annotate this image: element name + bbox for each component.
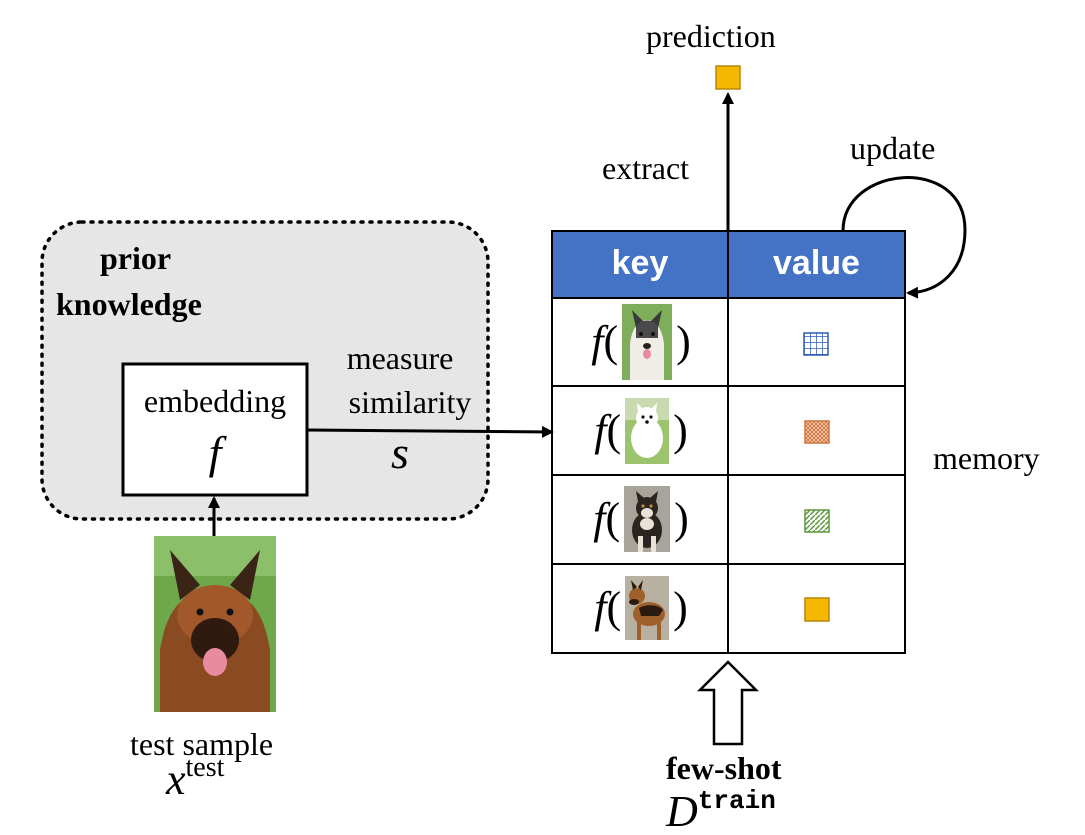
table-row: f( ): [556, 389, 726, 473]
measure-label: measure: [346, 340, 454, 376]
key-close-paren: ): [674, 494, 689, 543]
key-close-paren: ): [676, 317, 691, 366]
test-sample-label: test sample: [130, 726, 274, 762]
similarity-label: similarity: [348, 384, 472, 420]
table-header-value: value: [773, 244, 860, 282]
d-symbol: D: [666, 787, 698, 835]
prediction-label: prediction: [646, 18, 776, 54]
embedding-label: embedding: [143, 383, 287, 419]
key-close-paren: ): [673, 583, 688, 632]
x-symbol: x: [166, 755, 186, 804]
key-dog-image-malamute: [622, 304, 673, 380]
table-header-key: key: [611, 244, 669, 282]
test-sample-german-shepherd-image: [154, 536, 276, 712]
prior-knowledge-title-line1: prior: [100, 240, 172, 276]
x-test-superscript: test: [185, 752, 225, 783]
memory-label: memory: [933, 440, 1040, 476]
table-row: f( ): [556, 566, 726, 650]
d-train-superscript: train: [697, 786, 776, 816]
key-dog-image-black-tan: [624, 486, 671, 552]
x-test-symbol: xtest: [166, 754, 224, 804]
update-loop-arrow: [841, 176, 967, 299]
key-func-symbol: f: [593, 494, 606, 543]
value-yellow-solid-square: [804, 597, 830, 622]
key-dog-image-german-shepherd: [625, 576, 670, 640]
key-open-paren: (: [603, 317, 619, 366]
update-label: update: [850, 130, 936, 166]
key-func-symbol: f: [594, 406, 607, 455]
embedding-box: [121, 362, 309, 497]
value-blue-grid-square: [803, 332, 829, 356]
similarity-symbol: s: [391, 427, 409, 478]
table-row: f( ): [556, 300, 726, 384]
value-orange-crosshatch-square: [804, 420, 830, 444]
key-open-paren: (: [606, 583, 622, 632]
d-train-symbol: Dtrain: [666, 787, 776, 835]
key-open-paren: (: [606, 406, 622, 455]
key-close-paren: ): [673, 406, 688, 455]
prior-knowledge-title-line2: knowledge: [56, 286, 202, 322]
key-func-symbol: f: [591, 317, 604, 366]
embedding-symbol: f: [208, 427, 222, 478]
value-green-diagonal-square: [804, 509, 830, 533]
table-row: f( ): [556, 477, 726, 561]
prediction-square: [715, 65, 741, 90]
key-dog-image-samoyed: [625, 398, 670, 464]
arrow-similarity-to-memory: [306, 425, 554, 438]
key-func-symbol: f: [594, 583, 607, 632]
few-shot-label: few-shot: [666, 750, 782, 786]
key-open-paren: (: [605, 494, 621, 543]
extract-label: extract: [602, 150, 690, 186]
few-shot-hollow-arrow: [696, 660, 760, 746]
